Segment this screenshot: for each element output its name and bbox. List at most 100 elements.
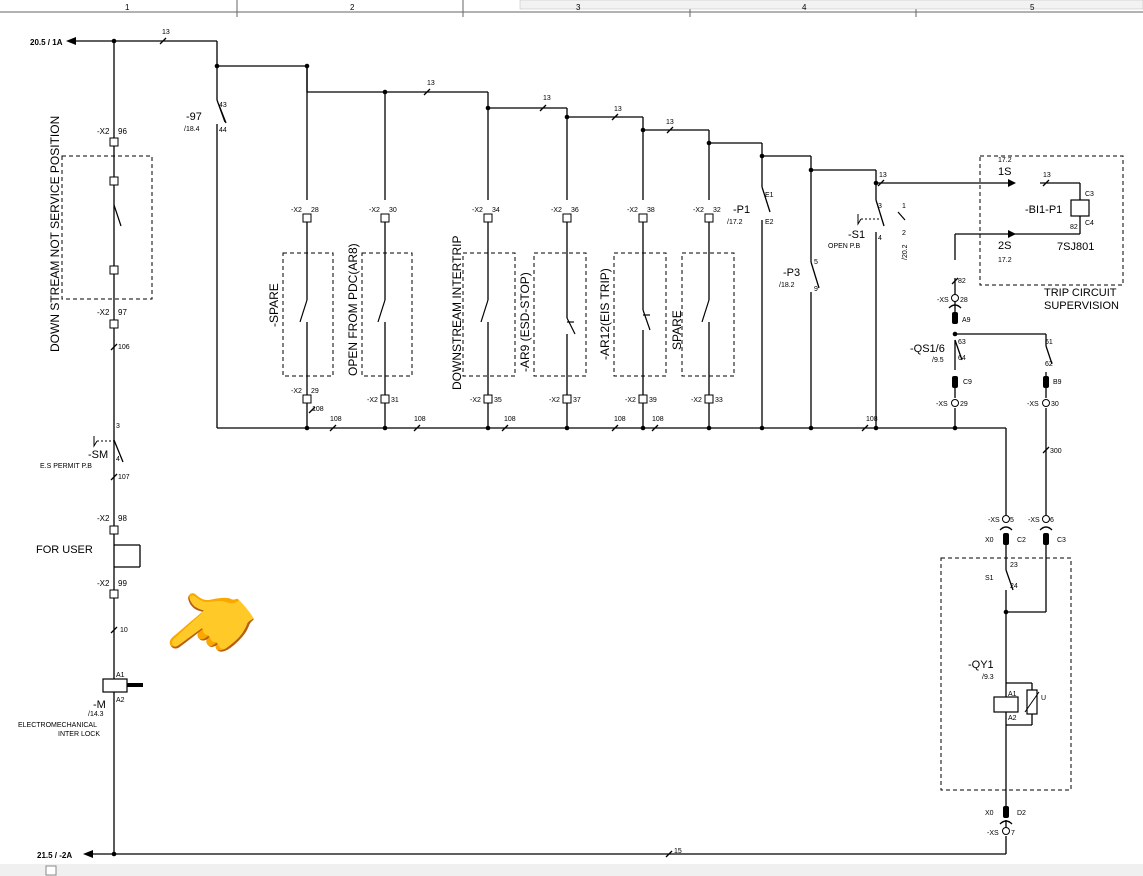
svg-text:44: 44 bbox=[219, 127, 227, 134]
svg-text:U: U bbox=[1041, 695, 1046, 702]
svg-text:43: 43 bbox=[219, 102, 227, 109]
svg-text:-X2: -X2 bbox=[367, 397, 378, 404]
module-label: OPEN FROM PDC(AR8) bbox=[346, 243, 360, 376]
svg-text:39: 39 bbox=[649, 397, 657, 404]
wire-number: 108 bbox=[312, 406, 324, 413]
es-permit-pushbutton[interactable]: 3 4 -SM E.S PERMIT P.B bbox=[40, 423, 124, 470]
svg-text:A2: A2 bbox=[1008, 715, 1017, 722]
svg-text:1S: 1S bbox=[998, 166, 1011, 178]
svg-text:X0: X0 bbox=[985, 537, 994, 544]
wiring bbox=[76, 40, 1081, 855]
svg-text:-XS: -XS bbox=[1028, 517, 1040, 524]
contact-module-ar12[interactable]: -X2 38 -X2 39 -AR12(EIS TRIP) bbox=[598, 207, 667, 404]
electromechanical-interlock[interactable]: A1 A2 -M /14.3 ELECTROMECHANICAL INTER L… bbox=[18, 672, 143, 738]
module-label: SPARE bbox=[670, 310, 684, 350]
contact-module-spare-2[interactable]: -X2 32 -X2 33 SPARE bbox=[670, 207, 735, 404]
contact-module-open-from-pdc[interactable]: -X2 30 -X2 31 OPEN FROM PDC(AR8) bbox=[346, 207, 413, 404]
svg-text:23: 23 bbox=[1010, 562, 1018, 569]
module-label: -AR12(EIS TRIP) bbox=[598, 268, 612, 360]
wire-number: 108 bbox=[614, 416, 626, 423]
svg-text:17.2: 17.2 bbox=[998, 157, 1012, 164]
column-number: 2 bbox=[350, 3, 355, 12]
down-stream-module[interactable]: -X2 96 -X2 97 DOWN STREAM NOT SERVICE PO… bbox=[48, 116, 153, 352]
svg-text:-XS: -XS bbox=[937, 297, 949, 304]
svg-text:SUPERVISION: SUPERVISION bbox=[1044, 300, 1119, 312]
svg-text:99: 99 bbox=[118, 579, 127, 588]
svg-text:63: 63 bbox=[958, 339, 966, 346]
svg-text:/18.2: /18.2 bbox=[779, 282, 795, 289]
svg-text:2: 2 bbox=[902, 230, 906, 237]
svg-text:E2: E2 bbox=[765, 219, 774, 226]
bottom-left-reference[interactable]: 21.5 / -2A bbox=[37, 851, 72, 860]
wire-number: 108 bbox=[866, 416, 878, 423]
wire-number: 13 bbox=[879, 172, 887, 179]
svg-text:TRIP CIRCUIT: TRIP CIRCUIT bbox=[1044, 287, 1117, 299]
down-stream-label: DOWN STREAM NOT SERVICE POSITION bbox=[48, 116, 62, 352]
svg-text:5: 5 bbox=[1010, 517, 1014, 524]
wire-number: 108 bbox=[414, 416, 426, 423]
wire-number: 108 bbox=[504, 416, 516, 423]
contact-61-62[interactable]: 61 62 B9 -XS 30 bbox=[1027, 339, 1062, 408]
svg-text:98: 98 bbox=[118, 514, 127, 523]
connector-xs5-xs6[interactable]: -XS 5 -XS 6 X0 C2 C3 bbox=[985, 515, 1066, 546]
trip-circuit-supervision[interactable]: 17.2 1S 2S 17.2 -BI1-P1 C3 C4 82 7SJ801 … bbox=[979, 155, 1124, 312]
terminal-label: -X2 bbox=[97, 127, 110, 136]
svg-text:A9: A9 bbox=[962, 317, 971, 324]
svg-text:6: 6 bbox=[1050, 517, 1054, 524]
svg-text:/14.3: /14.3 bbox=[88, 711, 104, 718]
svg-text:-BI1-P1: -BI1-P1 bbox=[1025, 204, 1062, 216]
open-pushbutton-s1[interactable]: 3 4 -S1 OPEN P.B bbox=[828, 199, 885, 250]
svg-text:28: 28 bbox=[311, 207, 319, 214]
svg-text:-X2: -X2 bbox=[627, 207, 638, 214]
column-number: 5 bbox=[1030, 3, 1035, 12]
contact-module-downstream-intertrip[interactable]: -X2 34 -X2 35 DOWNSTREAM INTERTRIP bbox=[450, 207, 516, 404]
svg-text:64: 64 bbox=[958, 355, 966, 362]
column-number: 1 bbox=[125, 3, 130, 12]
svg-text:-X2: -X2 bbox=[693, 207, 704, 214]
contact-p3[interactable]: 5 9 -P3 /18.2 bbox=[779, 259, 820, 293]
contact-module-spare[interactable]: -X2 28 -X2 29 -SPARE bbox=[267, 207, 334, 404]
svg-text:-QY1: -QY1 bbox=[968, 659, 994, 671]
wire-number: 82 bbox=[958, 278, 966, 285]
checkbox-icon[interactable] bbox=[45, 865, 57, 876]
svg-text:-X2: -X2 bbox=[691, 397, 702, 404]
svg-text:S1: S1 bbox=[985, 575, 994, 582]
svg-text:24: 24 bbox=[1010, 583, 1018, 590]
svg-text:/9.5: /9.5 bbox=[932, 357, 944, 364]
connector-xs28[interactable]: -XS 28 A9 bbox=[937, 294, 971, 325]
contact-97[interactable]: 43 44 -97 /18.4 bbox=[184, 99, 227, 134]
terminal-99[interactable]: -X2 99 bbox=[97, 579, 127, 599]
svg-text:D2: D2 bbox=[1017, 810, 1026, 817]
module-label: -AR9 (ESD-STOP) bbox=[518, 272, 532, 372]
svg-text:-X2: -X2 bbox=[551, 207, 562, 214]
contact-p1[interactable]: E1 E2 -P1 /17.2 bbox=[727, 186, 774, 226]
svg-text:OPEN P.B: OPEN P.B bbox=[828, 243, 860, 250]
wire-number: 106 bbox=[118, 344, 130, 351]
arrow-left-icon bbox=[83, 850, 93, 858]
terminal-label: -X2 bbox=[97, 308, 110, 317]
svg-text:38: 38 bbox=[647, 207, 655, 214]
terminal-number: 97 bbox=[118, 308, 127, 317]
wire-number: 13 bbox=[1043, 172, 1051, 179]
top-left-reference[interactable]: 20.5 / 1A bbox=[30, 38, 63, 47]
wire-number: 13 bbox=[162, 29, 170, 36]
svg-text:2S: 2S bbox=[998, 240, 1011, 252]
svg-text:ELECTROMECHANICAL: ELECTROMECHANICAL bbox=[18, 722, 97, 729]
connector-xs7[interactable]: X0 D2 -XS 7 bbox=[985, 806, 1026, 837]
svg-text:A1: A1 bbox=[116, 672, 125, 679]
contact-ref-20-2[interactable]: 1 2 /20.2 bbox=[897, 203, 909, 260]
contact-module-ar9[interactable]: -X2 36 -X2 37 -AR9 (ESD-STOP) bbox=[518, 207, 587, 404]
switch-qs1-6[interactable]: 63 64 -QS1/6 /9.5 C9 -XS 29 bbox=[910, 339, 972, 408]
sm-description: E.S PERMIT P.B bbox=[40, 463, 92, 470]
svg-text:17.2: 17.2 bbox=[998, 257, 1012, 264]
breaker-module-qy1[interactable]: 23 24 S1 -QY1 /9.3 A1 A2 U bbox=[940, 557, 1072, 791]
wire-number: 13 bbox=[666, 119, 674, 126]
wire-number: 13 bbox=[543, 95, 551, 102]
module-label: DOWNSTREAM INTERTRIP bbox=[450, 236, 464, 390]
terminal-98[interactable]: -X2 98 bbox=[97, 514, 127, 535]
junction-dots bbox=[111, 38, 1009, 857]
terminal-number: 96 bbox=[118, 127, 127, 136]
sm-name: -SM bbox=[88, 449, 108, 461]
svg-text:-97: -97 bbox=[186, 111, 202, 123]
svg-text:-P1: -P1 bbox=[733, 204, 750, 216]
